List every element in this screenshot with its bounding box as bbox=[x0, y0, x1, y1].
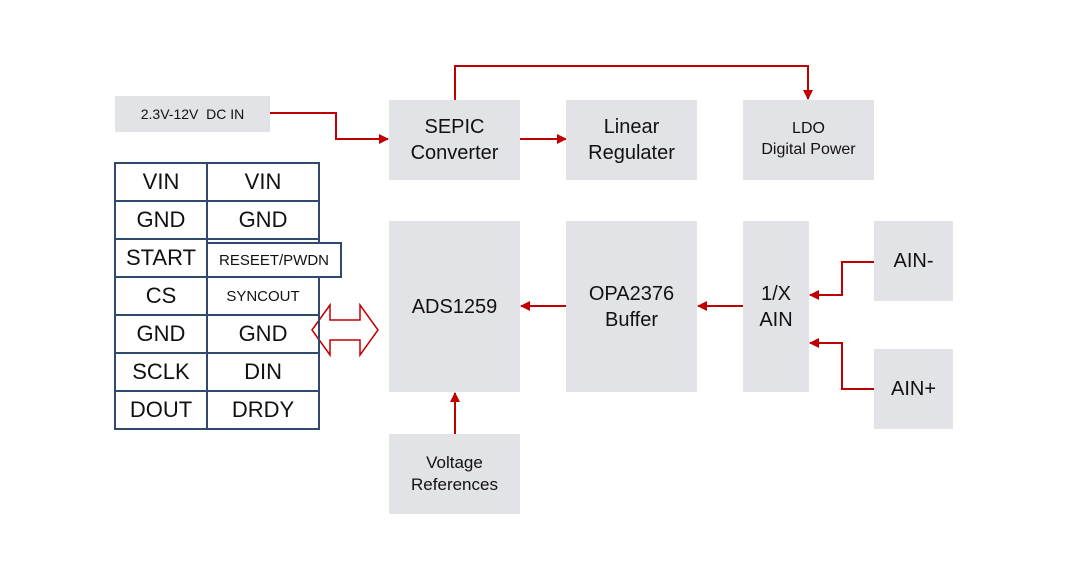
ads1259-block: ADS1259 bbox=[389, 221, 520, 392]
table-row: DOUT DRDY bbox=[114, 390, 321, 430]
mux-block: 1/X AIN bbox=[743, 221, 809, 392]
pin-cell: SCLK bbox=[114, 352, 208, 392]
pin-cell: DOUT bbox=[114, 390, 208, 430]
ain-minus-label: AIN- bbox=[893, 250, 934, 272]
table-row: SCLK DIN bbox=[114, 352, 321, 392]
table-row: CS SYNCOUT bbox=[114, 276, 321, 316]
pin-cell: VIN bbox=[205, 162, 321, 202]
linear-regulator-block: Linear Regulater bbox=[566, 100, 697, 180]
pin-cell: DRDY bbox=[205, 390, 321, 430]
arrow-dcin-to-sepic bbox=[270, 112, 389, 144]
pin-cell: GND bbox=[205, 200, 321, 240]
vref-line2: References bbox=[411, 475, 498, 494]
sepic-line2: Converter bbox=[410, 142, 499, 164]
pin-cell: DIN bbox=[205, 352, 321, 392]
pin-cell: GND bbox=[114, 314, 208, 354]
pin-cell: SYNCOUT bbox=[205, 276, 321, 316]
arrow-ain-minus-to-mux bbox=[809, 261, 874, 300]
ldo-digital-power-block: LDO Digital Power bbox=[743, 100, 874, 180]
opa-line2: Buffer bbox=[605, 308, 658, 331]
linear-line2: Regulater bbox=[588, 142, 675, 164]
dc-in-label: 2.3V-12V DC IN bbox=[140, 105, 245, 122]
dc-in-block: 2.3V-12V DC IN bbox=[115, 96, 270, 132]
pin-cell: START bbox=[114, 238, 208, 278]
opa2376-buffer-block: OPA2376 Buffer bbox=[566, 221, 697, 392]
table-row: GND GND bbox=[114, 314, 321, 354]
arrow-ain-plus-to-mux bbox=[809, 338, 874, 390]
pin-cell: VIN bbox=[114, 162, 208, 202]
arrow-sepic-to-ldo bbox=[454, 65, 813, 100]
ain-plus-block: AIN+ bbox=[874, 349, 953, 429]
mux-line2: AIN bbox=[759, 308, 793, 331]
pin-cell: GND bbox=[205, 314, 321, 354]
ain-minus-block: AIN- bbox=[874, 221, 953, 301]
reset-pwdn-cell-extension: RESEET/PWDN bbox=[206, 242, 342, 278]
sepic-converter-block: SEPIC Converter bbox=[389, 100, 520, 180]
ads-label: ADS1259 bbox=[411, 295, 498, 318]
ain-plus-label: AIN+ bbox=[890, 378, 937, 400]
linear-line1: Linear bbox=[603, 116, 660, 138]
table-row: GND GND bbox=[114, 200, 321, 240]
pin-header-table: VIN VIN GND GND START RESEET/PWDN CS SYN… bbox=[114, 162, 321, 430]
reset-pwdn-label: RESEET/PWDN bbox=[218, 251, 329, 269]
table-row: VIN VIN bbox=[114, 162, 321, 202]
pin-cell: CS bbox=[114, 276, 208, 316]
sepic-line1: SEPIC bbox=[424, 116, 485, 138]
pin-cell: GND bbox=[114, 200, 208, 240]
vref-line1: Voltage bbox=[426, 452, 483, 472]
bidirectional-arrow-icon bbox=[311, 302, 379, 358]
opa-line1: OPA2376 bbox=[588, 282, 675, 305]
ldo-line1: LDO bbox=[792, 120, 825, 138]
ldo-line2: Digital Power bbox=[761, 141, 856, 158]
voltage-references-block: Voltage References bbox=[389, 434, 520, 514]
mux-line1: 1/X bbox=[760, 282, 792, 305]
